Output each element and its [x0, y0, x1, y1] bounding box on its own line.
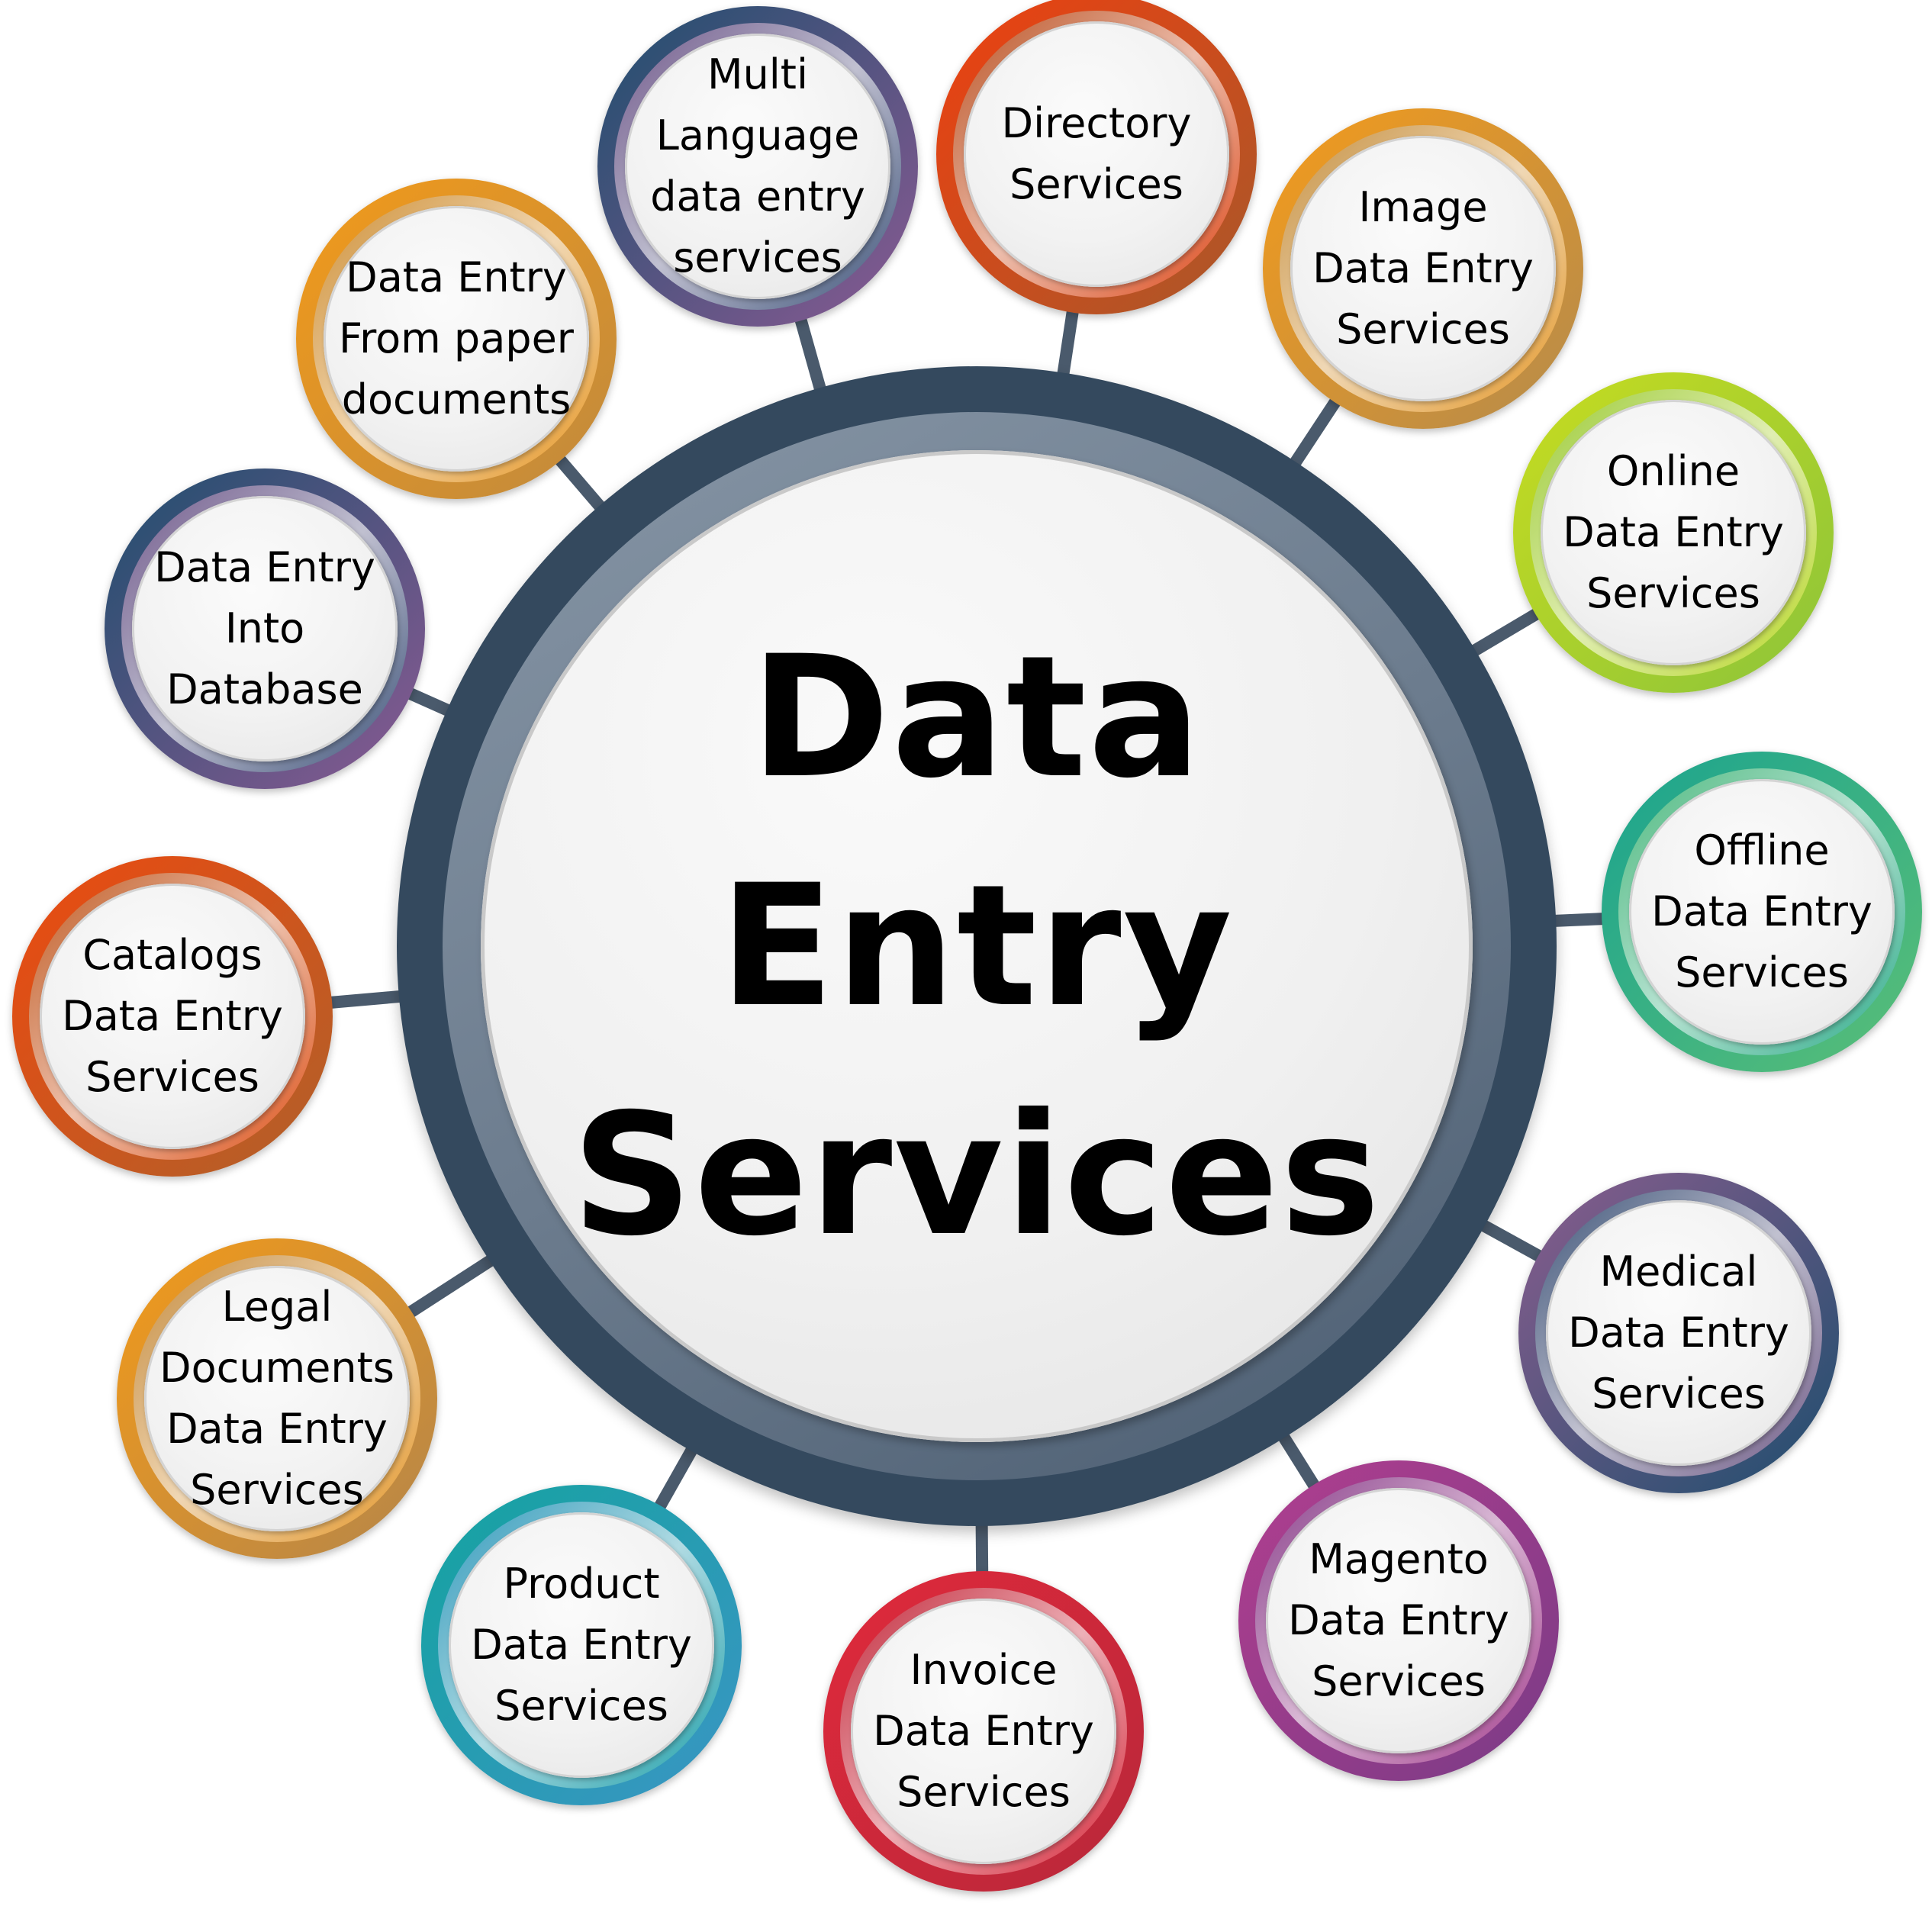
node-label-line: Data Entry [1288, 1596, 1509, 1644]
connector-product [651, 1441, 700, 1515]
node-label-line: Data Entry [1651, 887, 1872, 935]
node-label-line: Data Entry [1563, 508, 1784, 556]
connector-catalogs [324, 990, 407, 1009]
node-label-line: From paper [338, 314, 575, 362]
node-label-line: Data Entry [346, 253, 567, 301]
hub-title-line-3: Services [572, 1077, 1382, 1273]
node-label-line: documents [341, 375, 572, 423]
hub-center-disc: Data Entry Services [481, 450, 1473, 1442]
node-label-line: data entry [650, 172, 865, 221]
node-label-line: Directory [1001, 99, 1192, 147]
node-label-line: services [673, 233, 842, 282]
node-label-line: Product [503, 1560, 660, 1608]
node-label-line: Catalogs [82, 931, 262, 979]
node-label-line: Documents [159, 1344, 394, 1392]
connector-into-database [401, 685, 457, 719]
node-label-line: Services [1009, 160, 1183, 208]
node-label-line: Data Entry [166, 1405, 388, 1453]
node-label-line: Multi [707, 50, 808, 98]
node-label-line: Data Entry [471, 1621, 692, 1669]
node-label-line: Services [1592, 1370, 1766, 1418]
connector-medical [1474, 1216, 1548, 1265]
node-label-line: Services [1675, 948, 1849, 997]
node-label-line: Image [1358, 183, 1488, 231]
node-label-line: Magento [1309, 1535, 1489, 1583]
node-label-line: Data Entry [873, 1707, 1094, 1755]
node-label-line: Data Entry [154, 543, 375, 591]
node-label-line: Services [85, 1053, 259, 1101]
node-label-line: Services [1586, 569, 1760, 617]
node-label-line: Legal [221, 1283, 333, 1331]
node-label-line: Data Entry [1568, 1309, 1789, 1357]
connector-online [1465, 605, 1546, 660]
hub-title-line-1: Data [750, 620, 1203, 815]
connector-magento [1274, 1428, 1323, 1495]
node-label-line: Services [190, 1466, 364, 1514]
connector-legal [401, 1251, 500, 1322]
connector-offline [1547, 912, 1610, 928]
node-label-line: Into [224, 604, 305, 652]
connector-multi-language [793, 311, 828, 398]
node-label-line: Online [1606, 447, 1740, 495]
node-label-line: Services [897, 1768, 1071, 1816]
node-label-line: Invoice [910, 1646, 1058, 1694]
node-label-line: Services [494, 1682, 668, 1730]
node-label-line: Data Entry [62, 992, 283, 1040]
hub-title-line-2: Entry [720, 848, 1234, 1044]
connector-from-paper [551, 450, 610, 516]
node-label-line: Data Entry [1312, 244, 1534, 292]
node-label-line: Offline [1694, 826, 1830, 874]
node-label-line: Database [166, 665, 363, 713]
node-label-line: Medical [1599, 1248, 1758, 1296]
node-label-line: Services [1336, 305, 1510, 353]
connector-image [1286, 392, 1344, 472]
node-label-line: Language [655, 111, 860, 159]
hub-title: Data Entry Services [572, 603, 1382, 1290]
connector-directory [1056, 304, 1080, 382]
node-label-line: Services [1312, 1657, 1486, 1705]
connector-invoice [975, 1518, 989, 1579]
